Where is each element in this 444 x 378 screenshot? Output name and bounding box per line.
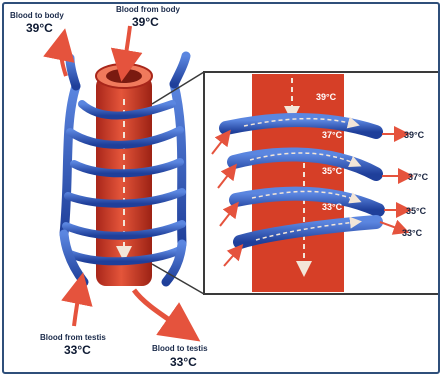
- blood-to-testis-label: Blood to testis: [152, 344, 208, 353]
- blood-from-body-label: Blood from body: [116, 5, 181, 14]
- artery-temp-33: 33°C: [322, 202, 343, 212]
- vein-temp-35: 35°C: [406, 206, 427, 216]
- inset-detail: 39°C 37°C 35°C 33°C 39°C 37°C 35°C 33°C: [204, 72, 440, 294]
- label-blood-to-body: Blood to body 39°C: [10, 11, 64, 35]
- label-blood-from-body: Blood from body 39°C: [116, 5, 181, 29]
- vein-temp-37: 37°C: [408, 172, 429, 182]
- arrow-from-body: [124, 26, 130, 66]
- label-blood-from-testis: Blood from testis 33°C: [40, 333, 106, 357]
- blood-to-testis-temp: 33°C: [170, 355, 197, 369]
- blood-from-body-temp: 39°C: [132, 15, 159, 29]
- artery-temp-37: 37°C: [322, 130, 343, 140]
- artery-temp-39: 39°C: [316, 92, 337, 102]
- blood-from-testis-temp: 33°C: [64, 343, 91, 357]
- blood-to-body-label: Blood to body: [10, 11, 64, 20]
- blood-to-body-temp: 39°C: [26, 21, 53, 35]
- inset-artery: [252, 74, 344, 292]
- vein-temp-33: 33°C: [402, 228, 423, 238]
- label-blood-to-testis: Blood to testis 33°C: [152, 344, 208, 369]
- arrow-to-body: [61, 44, 66, 76]
- artery-temp-35: 35°C: [322, 166, 343, 176]
- diagram-frame: Blood to body 39°C Blood from body 39°C …: [2, 2, 440, 374]
- vein-temp-39: 39°C: [404, 130, 425, 140]
- arrow-from-testis: [74, 288, 80, 326]
- countercurrent-diagram: Blood to body 39°C Blood from body 39°C …: [4, 4, 440, 374]
- arrow-to-testis: [134, 290, 184, 330]
- artery-illustration: [61, 26, 186, 330]
- blood-from-testis-label: Blood from testis: [40, 333, 106, 342]
